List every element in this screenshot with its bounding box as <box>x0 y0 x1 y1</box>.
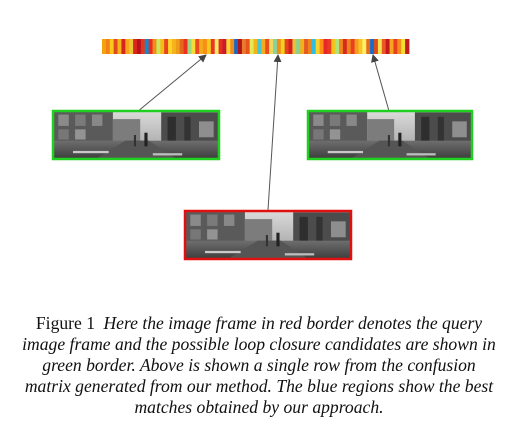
confusion-cell <box>144 39 150 54</box>
confusion-cell <box>152 39 157 54</box>
confusion-cell <box>288 39 293 54</box>
confusion-cell <box>148 39 153 54</box>
confusion-cell <box>175 39 181 54</box>
confusion-cell <box>311 39 317 54</box>
confusion-cell <box>206 39 212 54</box>
confusion-cell <box>381 39 387 54</box>
confusion-cell <box>222 39 227 54</box>
confusion-cell <box>156 39 161 54</box>
confusion-cell <box>296 39 301 54</box>
confusion-cell <box>269 39 274 54</box>
confusion-cell <box>335 39 340 54</box>
confusion-cell <box>140 39 146 54</box>
confusion-cell <box>117 39 122 54</box>
confusion-cell <box>385 39 390 54</box>
confusion-cell <box>342 39 348 54</box>
confusion-cell <box>393 39 398 54</box>
match-arrow-left <box>136 54 207 113</box>
confusion-cell <box>160 39 165 54</box>
confusion-cell <box>226 39 231 54</box>
confusion-cell <box>121 39 126 54</box>
confusion-cell <box>300 39 305 54</box>
confusion-cell <box>234 39 239 54</box>
confusion-cell <box>171 39 177 54</box>
confusion-cell <box>323 39 328 54</box>
confusion-cell <box>136 39 142 54</box>
confusion-cell <box>129 39 134 54</box>
confusion-cell <box>389 39 394 54</box>
candidate-border-right <box>306 109 474 161</box>
confusion-cell <box>245 39 251 54</box>
confusion-cell <box>319 39 324 54</box>
confusion-cell <box>210 39 216 54</box>
confusion-cell <box>276 39 282 54</box>
confusion-cell <box>397 39 402 54</box>
confusion-cell <box>304 39 309 54</box>
figure-graphic <box>51 39 474 261</box>
candidate-frame-right <box>306 109 474 161</box>
confusion-cell <box>292 39 297 54</box>
figure-caption: Figure 1 Here the image frame in red bor… <box>22 313 496 418</box>
confusion-cell <box>241 39 247 54</box>
confusion-cell <box>350 39 355 54</box>
confusion-cell <box>214 39 219 54</box>
candidate-frame-left <box>51 109 221 161</box>
confusion-cell <box>315 39 321 54</box>
confusion-cell <box>265 39 270 54</box>
confusion-matrix-row <box>102 39 410 54</box>
confusion-cell <box>280 39 286 54</box>
confusion-cell <box>358 39 363 54</box>
confusion-cell <box>199 39 204 54</box>
confusion-cell <box>366 39 371 54</box>
confusion-cell <box>195 39 200 54</box>
confusion-cell <box>113 39 118 54</box>
confusion-cell <box>133 39 138 54</box>
confusion-cell <box>354 39 359 54</box>
confusion-cell <box>238 39 243 54</box>
confusion-cell <box>272 39 278 54</box>
confusion-cell <box>284 39 289 54</box>
match-arrow-right <box>371 54 390 112</box>
confusion-cell <box>307 39 313 54</box>
confusion-cell <box>377 39 383 54</box>
match-arrow-query <box>267 54 282 211</box>
caption-label: Figure 1 <box>35 313 96 333</box>
confusion-cell <box>253 39 258 54</box>
confusion-cell <box>168 39 173 54</box>
confusion-cell <box>179 39 185 54</box>
query-border <box>183 209 353 261</box>
query-frame <box>183 209 353 261</box>
confusion-cell <box>230 39 235 54</box>
confusion-cell <box>191 39 196 54</box>
confusion-cell <box>401 39 406 54</box>
confusion-cell <box>125 39 130 54</box>
confusion-cell <box>339 39 344 54</box>
confusion-cell <box>203 39 208 54</box>
confusion-cell <box>362 39 367 54</box>
confusion-cell <box>109 39 115 54</box>
confusion-cell <box>346 39 352 54</box>
confusion-cell <box>327 39 332 54</box>
confusion-cell <box>249 39 254 54</box>
candidate-border-left <box>51 109 221 161</box>
confusion-cell <box>187 39 192 54</box>
confusion-cell <box>405 39 410 54</box>
confusion-cell <box>374 39 379 54</box>
confusion-cell <box>261 39 266 54</box>
confusion-cell <box>105 39 111 54</box>
confusion-cell <box>102 39 107 54</box>
confusion-cell <box>370 39 375 54</box>
confusion-cell <box>257 39 262 54</box>
confusion-cell <box>331 39 336 54</box>
confusion-cell <box>218 39 223 54</box>
caption-text: Here the image frame in red border denot… <box>22 313 496 417</box>
confusion-cell <box>183 39 188 54</box>
confusion-cell <box>164 39 169 54</box>
